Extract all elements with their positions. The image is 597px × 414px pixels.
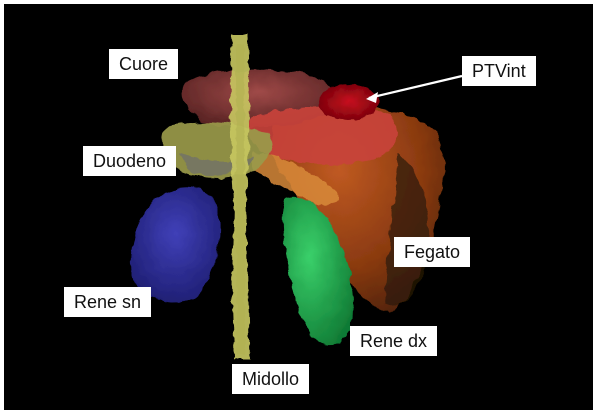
organ-ptvint — [319, 84, 379, 120]
organ-duodeno — [162, 122, 271, 178]
label-duodeno: Duodeno — [83, 146, 176, 176]
label-cuore: Cuore — [109, 49, 178, 79]
label-ptvint: PTVint — [462, 56, 536, 86]
ptvint-arrow — [366, 76, 462, 103]
label-midollo: Midollo — [232, 364, 309, 394]
label-rene-sn: Rene sn — [64, 287, 151, 317]
label-rene-dx: Rene dx — [350, 326, 437, 356]
label-fegato: Fegato — [394, 237, 470, 267]
image-frame: Cuore PTVint Duodeno Fegato Rene sn Rene… — [4, 4, 593, 410]
organ-midollo — [230, 34, 250, 359]
organ-rene-sn — [131, 188, 220, 303]
